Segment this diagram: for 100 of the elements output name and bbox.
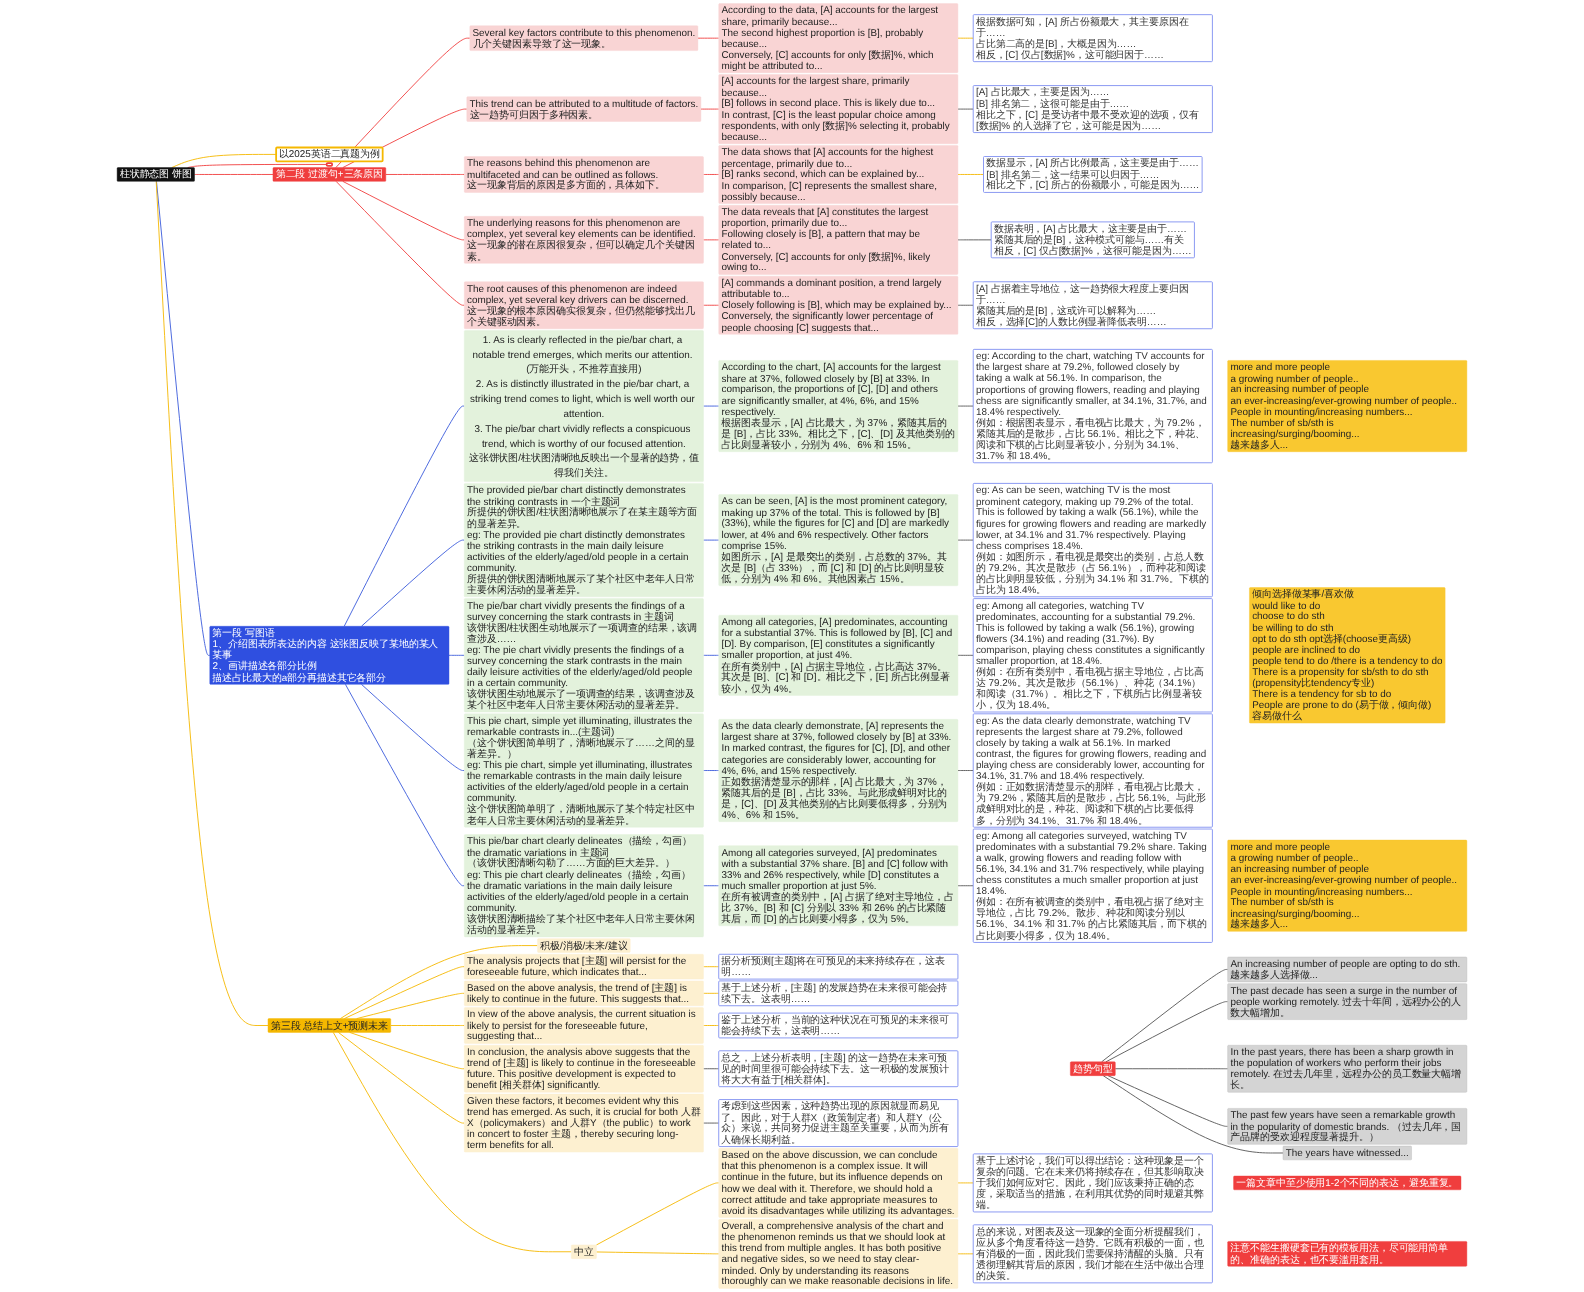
node-box xyxy=(972,828,1213,943)
connector xyxy=(697,37,720,39)
node-box xyxy=(1227,1045,1468,1093)
node-box xyxy=(1233,1175,1462,1191)
connector xyxy=(596,1182,720,1246)
node-box xyxy=(464,598,704,713)
node-box xyxy=(267,1018,391,1033)
connector xyxy=(957,239,992,241)
connector xyxy=(957,770,974,771)
node-box xyxy=(718,494,959,586)
node-box xyxy=(275,146,384,163)
connector xyxy=(703,992,720,994)
node-box xyxy=(1227,839,1468,932)
connector xyxy=(356,992,465,1020)
node-box xyxy=(972,598,1213,713)
node-box xyxy=(972,482,1213,598)
connector xyxy=(957,108,974,110)
connector xyxy=(385,174,465,175)
node-box xyxy=(464,713,704,828)
node-box xyxy=(718,1148,959,1218)
node-box xyxy=(1227,360,1468,452)
connector xyxy=(703,885,720,887)
connector xyxy=(703,1122,720,1124)
node-box xyxy=(464,834,704,938)
node-box xyxy=(464,330,704,482)
connector xyxy=(1107,1075,1229,1127)
connector xyxy=(155,180,269,1026)
node-box xyxy=(1227,956,1468,983)
connector xyxy=(1102,1075,1284,1154)
connector xyxy=(957,654,974,656)
node-box xyxy=(972,281,1213,330)
node-box xyxy=(718,719,959,822)
node-box xyxy=(718,74,959,144)
node-box xyxy=(464,1007,704,1044)
connector xyxy=(342,180,465,241)
connector xyxy=(171,153,277,169)
node-box xyxy=(464,980,704,1006)
connector xyxy=(343,405,465,627)
connector xyxy=(361,683,465,771)
connector xyxy=(390,1025,465,1026)
node-box xyxy=(972,1224,1213,1284)
node-box xyxy=(1249,587,1446,724)
node-box xyxy=(1227,1241,1468,1267)
connector xyxy=(703,174,720,175)
connector xyxy=(1101,969,1229,1063)
node-box xyxy=(464,156,704,193)
node-box xyxy=(972,713,1213,828)
connector xyxy=(703,770,720,771)
connector xyxy=(349,1031,465,1070)
node-box xyxy=(718,1050,959,1088)
node-box xyxy=(718,980,959,1007)
node-box xyxy=(972,348,1213,464)
connector xyxy=(337,1031,465,1124)
node-box xyxy=(1070,1061,1116,1076)
node-box xyxy=(1227,1108,1468,1145)
connector xyxy=(1114,1068,1229,1070)
node-box xyxy=(718,615,959,696)
node-box xyxy=(972,14,1213,63)
node-box xyxy=(718,1012,959,1039)
node-box xyxy=(718,3,959,73)
connector xyxy=(957,304,974,306)
node-box xyxy=(466,96,702,122)
connector xyxy=(339,945,538,1020)
node-box xyxy=(116,167,195,182)
node-box xyxy=(718,1099,959,1147)
connector xyxy=(703,966,720,968)
node-box xyxy=(464,216,704,264)
connector xyxy=(957,405,974,407)
node-box xyxy=(718,845,959,927)
node-box xyxy=(325,162,333,167)
node-box xyxy=(209,626,450,685)
node-box xyxy=(972,85,1213,133)
connector xyxy=(703,1068,720,1070)
node-box xyxy=(272,167,387,182)
node-box xyxy=(718,276,959,335)
connector xyxy=(332,1031,572,1253)
connector xyxy=(957,539,974,541)
connector xyxy=(187,164,328,169)
connector xyxy=(703,654,720,656)
node-box xyxy=(464,1045,704,1093)
node-box xyxy=(990,221,1195,259)
node-box xyxy=(464,954,704,980)
connector xyxy=(344,683,465,887)
node-box xyxy=(972,1153,1213,1213)
node-box xyxy=(464,483,704,598)
connector xyxy=(703,304,720,306)
node-box xyxy=(464,1093,704,1153)
node-box xyxy=(718,360,959,452)
connector xyxy=(957,174,984,175)
connector xyxy=(703,1025,720,1026)
connector xyxy=(1105,1001,1229,1063)
node-box xyxy=(983,156,1203,193)
connector xyxy=(194,174,274,175)
node-box xyxy=(718,205,959,275)
node-box xyxy=(718,145,959,204)
node-box xyxy=(537,938,631,953)
connector xyxy=(703,239,720,241)
node-box xyxy=(571,1244,597,1259)
connector xyxy=(957,885,974,887)
node-box xyxy=(1282,1145,1412,1161)
